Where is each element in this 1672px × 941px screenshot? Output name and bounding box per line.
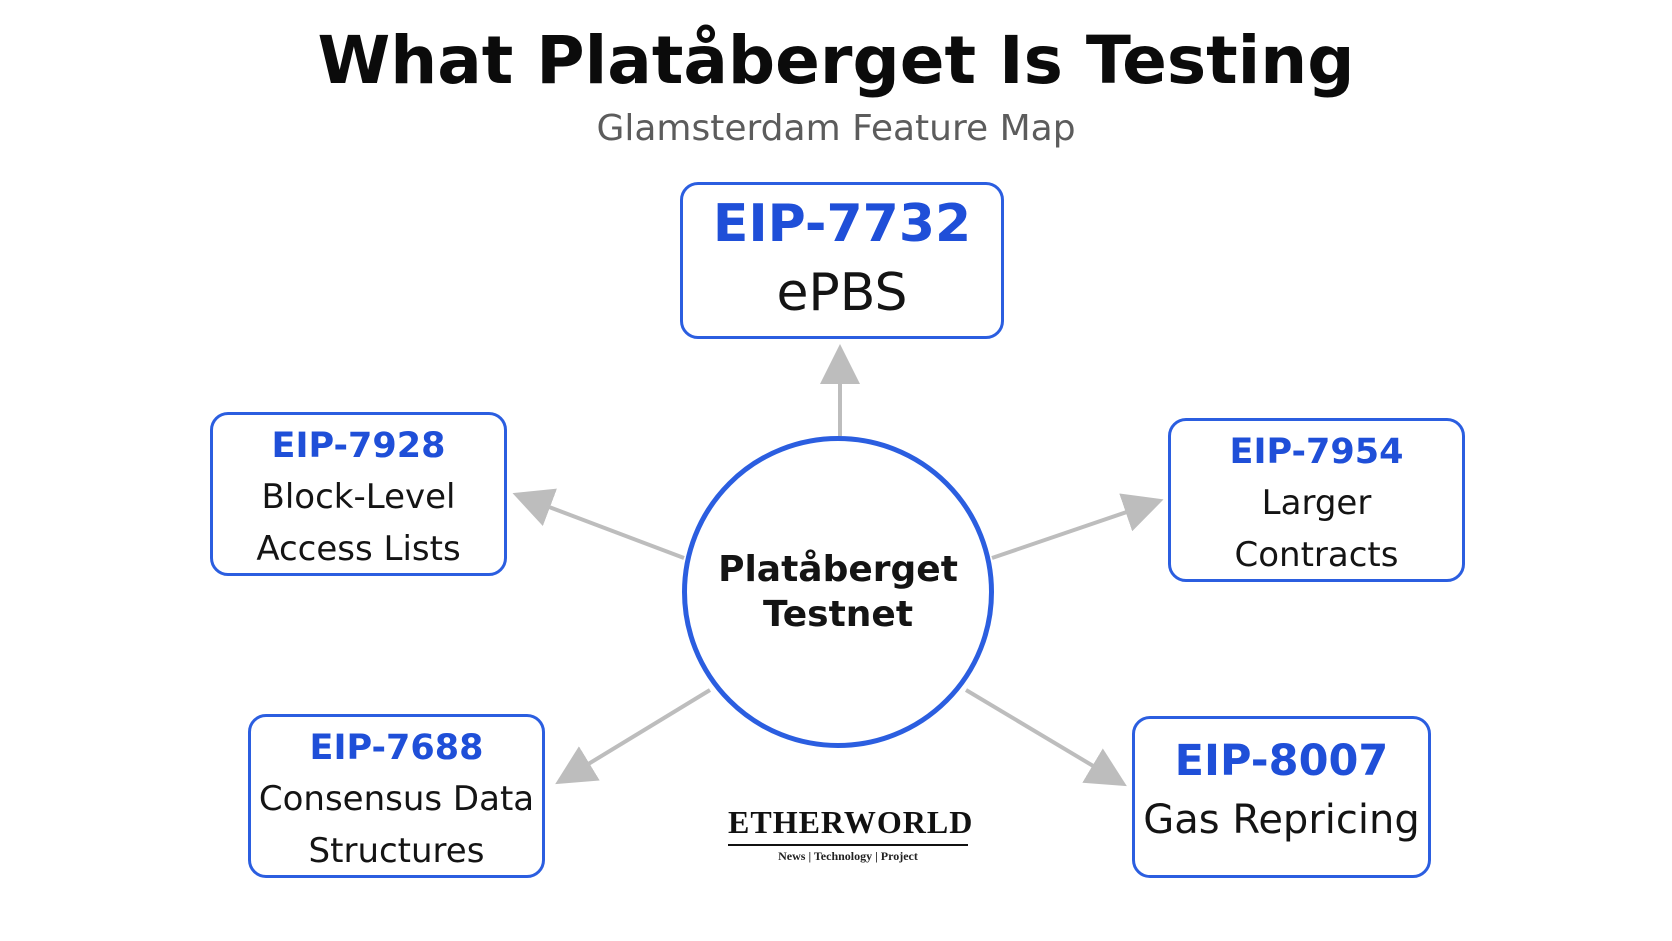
logo-rule — [728, 844, 968, 846]
logo-tagline: News | Technology | Project — [778, 849, 918, 863]
node-feature-label: Gas Repricing — [1143, 797, 1420, 843]
arrow-to-eip-8007 — [964, 688, 1127, 787]
node-eip-label: EIP-7732 — [712, 194, 972, 254]
center-node-line1: Platåberget — [718, 549, 958, 590]
arrow-to-eip-7688 — [555, 688, 712, 785]
node-feature-label: Contracts — [1234, 535, 1399, 575]
node-eip-8007: EIP-8007 Gas Repricing — [1132, 716, 1431, 878]
node-feature-label: Larger — [1261, 483, 1372, 523]
node-eip-7688: EIP-7688 Consensus Data Structures — [248, 714, 545, 878]
etherworld-logo: ETHERWORLD News | Technology | Project — [728, 804, 974, 864]
logo-name: ETHERWORLD — [728, 804, 974, 840]
node-feature-label: Structures — [308, 831, 485, 871]
node-eip-7928: EIP-7928 Block-Level Access Lists — [210, 412, 507, 576]
page-subtitle: Glamsterdam Feature Map — [596, 108, 1076, 149]
node-eip-label: EIP-8007 — [1174, 736, 1389, 786]
page-title: What Platåberget Is Testing — [317, 22, 1355, 99]
node-eip-label: EIP-7928 — [271, 426, 446, 466]
node-feature-label: Consensus Data — [258, 779, 535, 819]
center-node-line2: Testnet — [762, 594, 914, 635]
node-eip-7954: EIP-7954 Larger Contracts — [1168, 418, 1465, 582]
arrow-to-eip-7928 — [512, 488, 685, 560]
node-eip-7732: EIP-7732 ePBS — [680, 182, 1004, 339]
node-feature-label: ePBS — [776, 263, 908, 323]
node-eip-label: EIP-7954 — [1229, 432, 1404, 472]
node-feature-label: Access Lists — [256, 529, 461, 569]
center-node-testnet: Platåberget Testnet — [682, 436, 994, 748]
node-eip-label: EIP-7688 — [309, 728, 484, 768]
arrow-to-eip-7954 — [991, 493, 1164, 560]
node-feature-label: Block-Level — [261, 477, 456, 517]
